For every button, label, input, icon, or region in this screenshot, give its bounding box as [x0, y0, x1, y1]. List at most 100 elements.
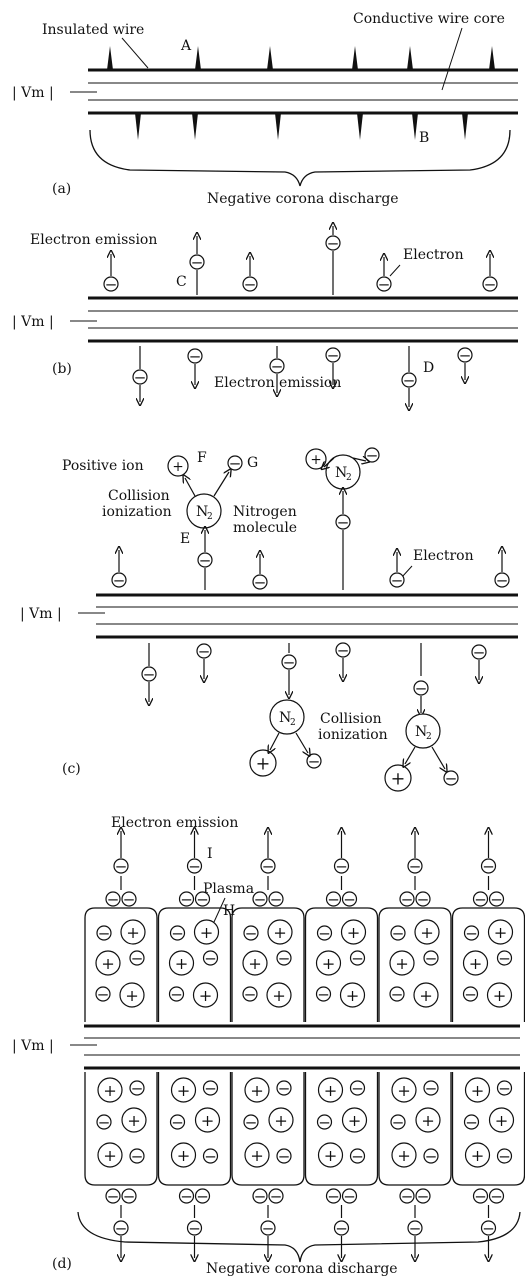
pair-electron-top-2-a-ring [178, 891, 195, 907]
plasma-ion-bottom-2-b: + [194, 1107, 221, 1133]
plasma-ion-top-4-a-symbol: + [347, 923, 361, 942]
pair-electron-bottom-4-b-symbol: − [343, 1187, 356, 1205]
plasma-ion-bottom-1-b: + [121, 1107, 147, 1133]
positive-ion-3-symbol: + [256, 754, 271, 774]
plasma-electron-top-5-b: − [423, 949, 439, 967]
electron-bottom-c-3-symbol: − [337, 641, 350, 659]
plasma-ion-bottom-1-b-ring [121, 1107, 147, 1133]
plasma-electron-top-1-c-symbol: − [97, 985, 110, 1003]
pair-electron-bottom-6-b-symbol: − [490, 1187, 503, 1205]
emitted-electron-bottom-d-5-ring [407, 1220, 423, 1236]
plasma-ion-top-6-b: + [462, 950, 489, 976]
pair-electron-top-2-b-symbol: − [196, 890, 209, 908]
nitrogen-molecule-2-subscript: 2 [346, 473, 352, 483]
plasma-electron-bottom-4-b-symbol: − [318, 1113, 331, 1131]
pair-electron-top-1-b-symbol: − [123, 890, 136, 908]
pair-electron-top-1-a-symbol: − [107, 890, 120, 908]
plasma-ion-top-5-c: + [413, 982, 439, 1008]
pair-electron-top-3-a: − [252, 890, 268, 908]
emitted-electron-bottom-d-2-symbol: − [188, 1219, 201, 1237]
plasma-electron-top-3-b-ring [276, 950, 292, 966]
electron-down-4: − [413, 679, 429, 697]
plasma-cell-bottom-4 [304, 1072, 379, 1186]
emitted-electron-top-d-2-symbol: − [188, 857, 201, 875]
plasma-ion-bottom-3-c: + [244, 1142, 270, 1168]
plasma-electron-bottom-5-a: − [423, 1079, 439, 1097]
plasma-electron-bottom-1-b-symbol: − [98, 1113, 111, 1131]
emitted-electron-bottom-d-2: − [186, 1219, 203, 1237]
electron-emission-top-label: Electron emission [30, 232, 157, 248]
nitrogen-molecule-3-symbol: N [279, 710, 291, 726]
plasma-ion-top-4-c-ring [339, 982, 366, 1008]
plasma-ion-bottom-5-b-symbol: + [421, 1111, 435, 1130]
electron-top-c-2-ring [252, 574, 268, 590]
electron-bottom-6: − [457, 346, 473, 364]
electron-e-symbol: − [199, 551, 212, 569]
plasma-electron-bottom-3-b-ring [243, 1114, 259, 1130]
emitted-electron-bottom-d-1-ring [113, 1220, 129, 1236]
pair-electron-top-5-b-ring [415, 891, 431, 907]
electron-top-4-symbol: − [327, 234, 340, 252]
plasma-electron-top-2-a: − [169, 924, 186, 942]
plasma-electron-bottom-6-a-symbol: − [498, 1079, 511, 1097]
label-g: G [247, 455, 258, 471]
emitted-electron-bottom-d-6-ring [480, 1220, 497, 1236]
pair-electron-bottom-4-a: − [325, 1187, 342, 1205]
plasma-electron-bottom-5-a-ring [423, 1080, 439, 1096]
plasma-cell-top-2 [157, 907, 232, 1022]
emitted-electron-top-d-6-ring [480, 858, 497, 874]
plasma-ion-bottom-6-c: + [464, 1142, 491, 1168]
pair-electron-top-5-b-symbol: − [417, 890, 430, 908]
plasma-electron-top-5-a-ring [390, 925, 406, 941]
plasma-electron-bottom-4-c-symbol: − [351, 1147, 364, 1165]
positive-ion-2-symbol: + [310, 452, 321, 468]
emitted-electron-top-d-5-symbol: − [409, 857, 422, 875]
pair-electron-top-1-a-ring [105, 891, 121, 907]
ionization-arrow-electron-1 [213, 472, 229, 497]
plasma-ion-bottom-6-a-ring [464, 1077, 491, 1103]
label-b: B [419, 130, 429, 146]
electron-top-5-ring [376, 276, 392, 292]
pair-electron-bottom-4-a-symbol: − [327, 1187, 340, 1205]
electron-bottom-5-ring [401, 372, 417, 388]
electron-top-4-ring [325, 235, 341, 251]
plasma-ion-bottom-5-a-symbol: + [397, 1081, 411, 1100]
plasma-electron-top-1-c: − [95, 985, 111, 1003]
electron-top-6: − [482, 275, 498, 293]
plasma-electron-bottom-1-c-ring [129, 1148, 145, 1164]
emitted-electron-bottom-d-4-ring [333, 1220, 350, 1236]
electron-top-5-symbol: − [378, 275, 391, 293]
plasma-ion-top-1-c-symbol: + [125, 986, 139, 1005]
pair-electron-bottom-3-b: − [268, 1187, 284, 1205]
pair-electron-bottom-1-b-ring [121, 1188, 137, 1204]
electron-bottom-c-1-symbol: − [143, 665, 156, 683]
electron-bottom-2-symbol: − [189, 347, 202, 365]
plasma-electron-bottom-6-b-symbol: − [465, 1113, 478, 1131]
plasma-ion-top-6-b-symbol: + [469, 954, 483, 973]
electron-top-1-ring [103, 276, 119, 292]
plasma-electron-top-2-b-symbol: − [204, 949, 217, 967]
plasma-ion-bottom-5-b: + [415, 1107, 441, 1133]
electron-e-ring [197, 552, 213, 568]
plasma-electron-bottom-2-c: − [202, 1147, 219, 1165]
plasma-electron-top-4-b: − [349, 949, 366, 967]
electron-top-c-4-ring [494, 572, 510, 588]
plasma-ion-top-1-a: + [120, 919, 146, 945]
emitted-electron-top-d-4: − [333, 857, 350, 875]
nitrogen-molecule-line1: Nitrogen [233, 504, 297, 520]
electron-bottom-4: − [325, 346, 341, 364]
vm-label-b: | Vm | [12, 314, 54, 330]
plasma-electron-top-5-a: − [390, 924, 406, 942]
emitted-electron-bottom-d-2-ring [186, 1220, 203, 1236]
electron-bottom-3: − [269, 357, 285, 375]
plasma-cells-d: +−+−+−−−−+−+−+−−−−+−+−+−−−−+−+−+−−−−+−+−… [84, 831, 525, 1258]
pair-electron-top-1-b-ring [121, 891, 137, 907]
emitted-electron-top-d-6: − [480, 857, 497, 875]
label-a: A [180, 38, 192, 54]
electron-bottom-3-ring [269, 358, 285, 374]
discharge-spike-bottom-3 [275, 113, 281, 140]
plasma-electron-bottom-6-b-ring [463, 1114, 480, 1130]
electron-bottom-c-2: − [196, 642, 212, 660]
plasma-electron-bottom-3-c: − [276, 1147, 292, 1165]
